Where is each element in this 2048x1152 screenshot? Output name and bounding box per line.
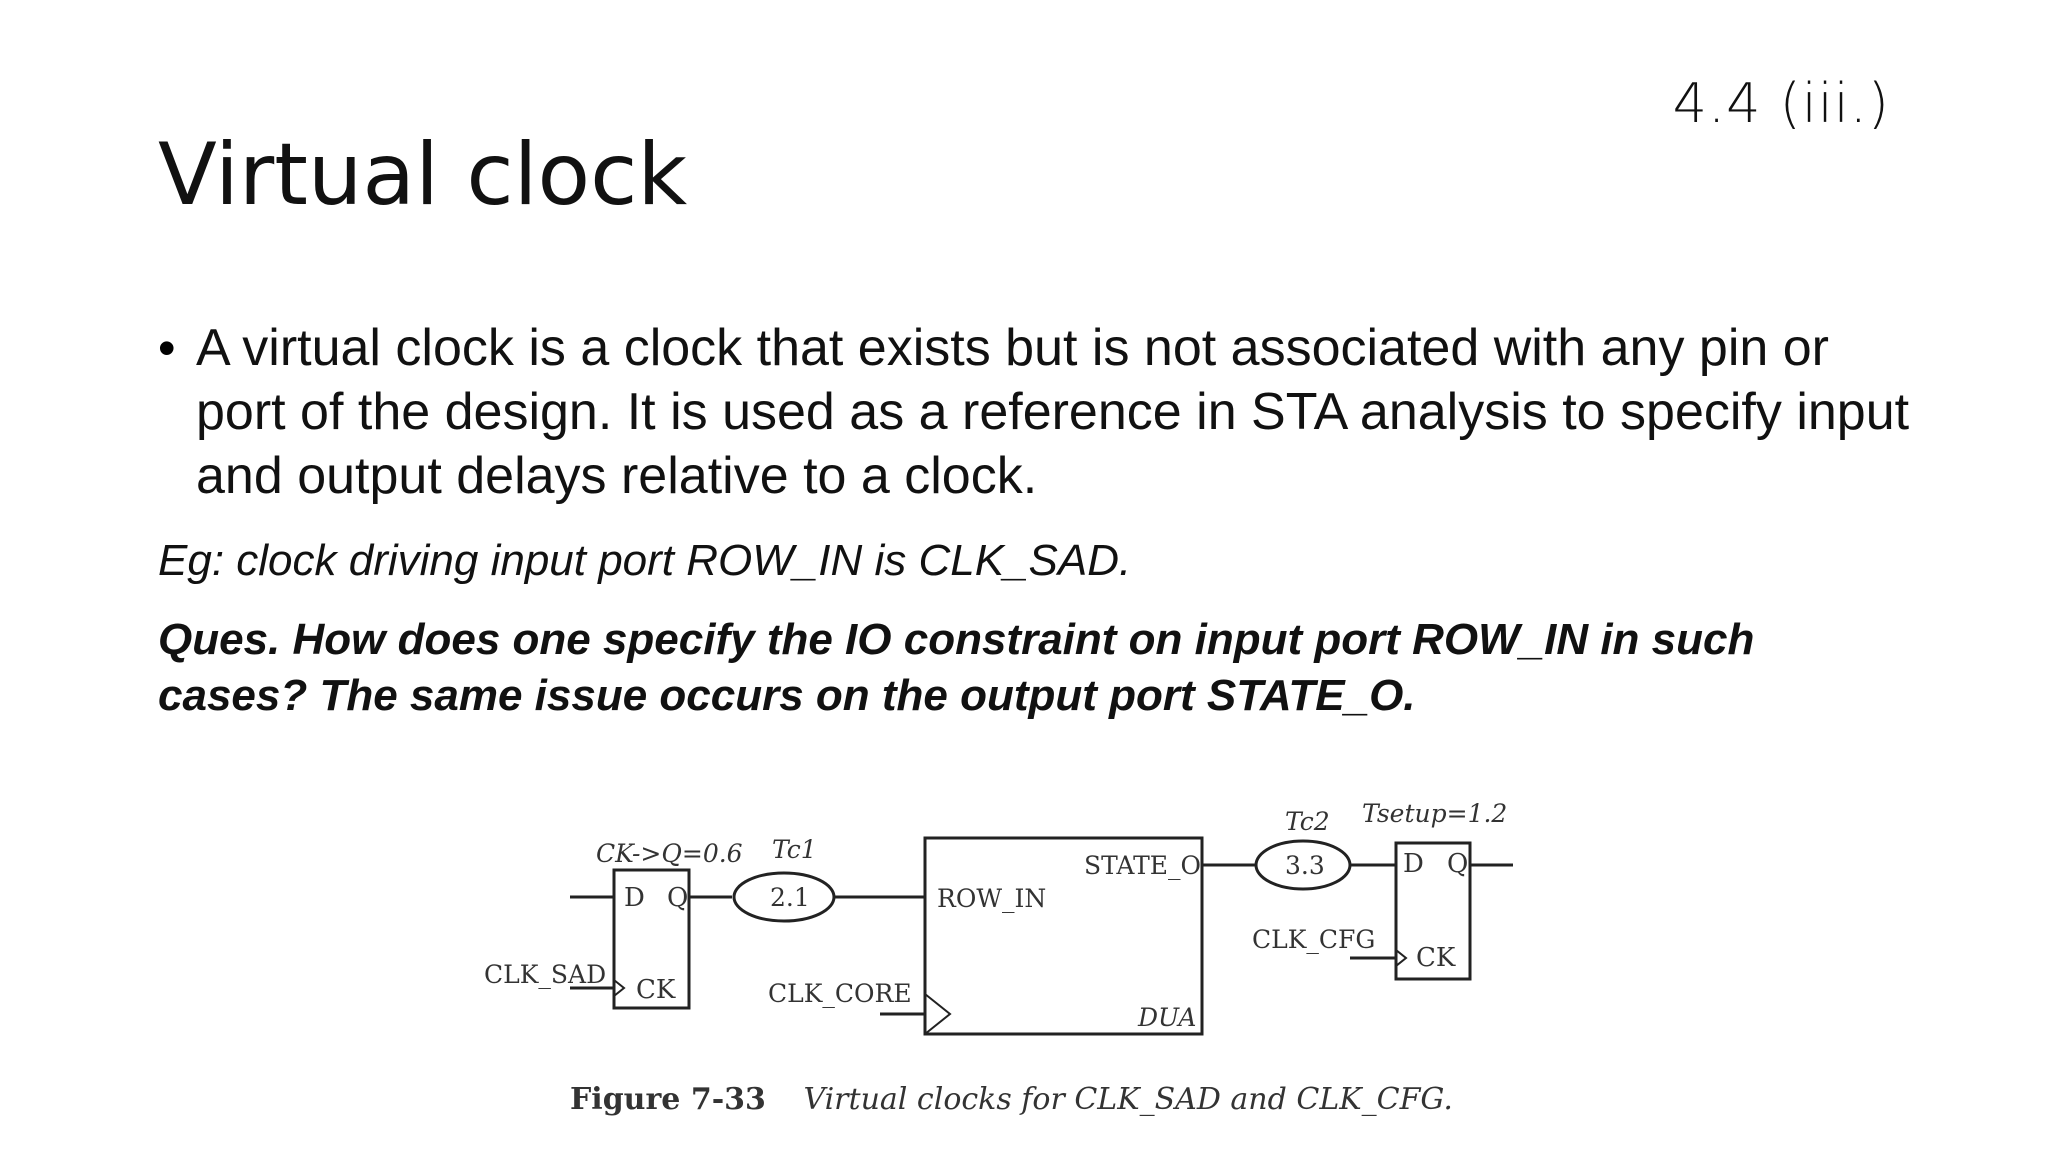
flip-flop-2 bbox=[1394, 841, 1472, 981]
slide-number: 4.4 (iii.) bbox=[1672, 72, 1890, 135]
flip-flop-1 bbox=[612, 868, 691, 1010]
ckq-label: CK->Q=0.6 bbox=[596, 839, 743, 868]
ff2-ck-label: CK bbox=[1416, 943, 1456, 973]
clk-core-label: CLK_CORE bbox=[768, 979, 912, 1008]
figure-number: Figure 7-33 bbox=[570, 1082, 766, 1117]
ff2-clock-triangle bbox=[1395, 949, 1408, 967]
figure-caption-text: Virtual clocks for CLK_SAD and CLK_CFG. bbox=[803, 1082, 1453, 1117]
tsetup-label: Tsetup=1.2 bbox=[1362, 799, 1507, 828]
ff1-q-label: Q bbox=[667, 883, 688, 913]
tc2-label: Tc2 bbox=[1285, 807, 1330, 836]
dua-block bbox=[923, 836, 1204, 1036]
dua-clock-triangle bbox=[924, 993, 952, 1035]
bullet-item: • A virtual clock is a clock that exists… bbox=[158, 316, 1918, 508]
tc1-value: 2.1 bbox=[770, 883, 810, 912]
clk-cfg-label: CLK_CFG bbox=[1252, 925, 1375, 954]
ff2-d-label: D bbox=[1403, 849, 1424, 879]
row-in-label: ROW_IN bbox=[937, 884, 1046, 913]
bullet-dot: • bbox=[158, 320, 176, 376]
ff2-q-label: Q bbox=[1447, 849, 1468, 879]
dua-label: DUA bbox=[1137, 1003, 1196, 1032]
ff1-ck-label: CK bbox=[636, 975, 676, 1005]
tc2-value: 3.3 bbox=[1285, 851, 1325, 880]
tc1-label: Tc1 bbox=[772, 835, 817, 864]
question-text: Ques. How does one specify the IO constr… bbox=[158, 615, 1755, 720]
clk-sad-label: CLK_SAD bbox=[484, 960, 606, 989]
example-text: Eg: clock driving input port ROW_IN is C… bbox=[158, 536, 1132, 585]
ff1-d-label: D bbox=[624, 883, 645, 913]
state-o-label: STATE_O bbox=[1084, 851, 1201, 880]
bullet-text: A virtual clock is a clock that exists b… bbox=[196, 319, 1910, 505]
ff1-clock-triangle bbox=[613, 979, 626, 997]
figure-caption: Figure 7-33 Virtual clocks for CLK_SAD a… bbox=[570, 1082, 1453, 1117]
slide-title: Virtual clock bbox=[158, 125, 688, 225]
